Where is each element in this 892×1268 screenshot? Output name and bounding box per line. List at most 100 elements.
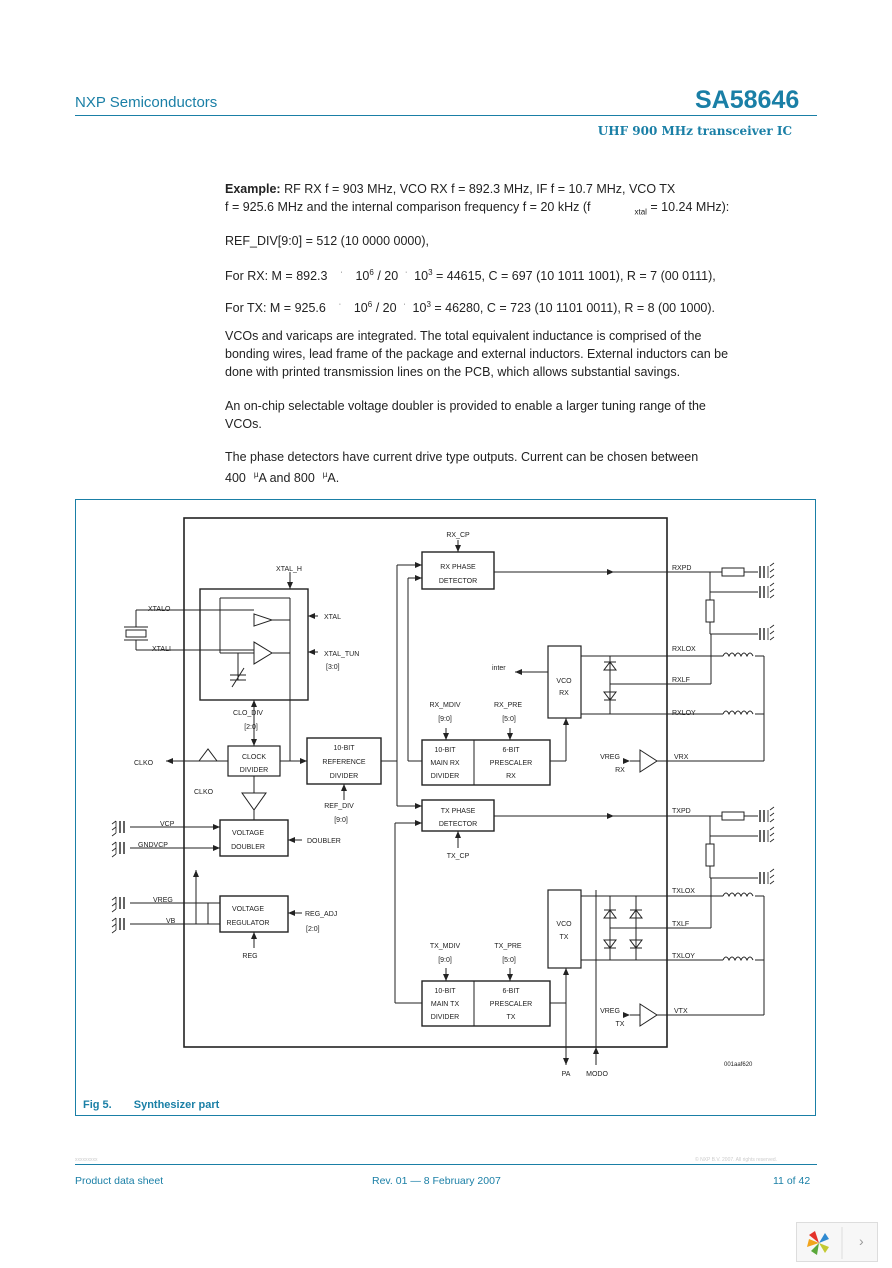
txpd-label: TXPD bbox=[672, 808, 691, 815]
example-label: Example: bbox=[225, 182, 281, 196]
tx-pre-label-2: PRESCALER bbox=[490, 1001, 532, 1008]
vreg-tx-label-1: VREG bbox=[600, 1008, 620, 1015]
footer-page-number: 11 of 42 bbox=[773, 1175, 811, 1187]
rxlox-label: RXLOX bbox=[672, 646, 696, 653]
footer-doc-type: Product data sheet bbox=[75, 1175, 164, 1187]
tx-main-label-1: 10-BIT bbox=[434, 988, 456, 995]
rx-pre-label-1: 6-BIT bbox=[502, 747, 520, 754]
viewer-nav-widget[interactable]: › bbox=[796, 1222, 878, 1262]
inter-label: inter bbox=[492, 665, 506, 672]
tx-pre-sig-bits: [5:0] bbox=[502, 957, 516, 964]
rx-formula-f: 3 bbox=[428, 268, 433, 277]
reg-adj-label: REG_ADJ bbox=[305, 911, 337, 918]
vco-rx-label-2: RX bbox=[559, 690, 569, 697]
vreg-label-2: REGULATOR bbox=[227, 920, 270, 927]
tx-pre-sig-label: TX_PRE bbox=[494, 943, 522, 950]
rx-formula-d: / 20 bbox=[373, 269, 399, 284]
figure-label: Fig 5. bbox=[83, 1099, 112, 1111]
footer-rule bbox=[75, 1164, 817, 1165]
rx-cp-label: RX_CP bbox=[446, 532, 470, 539]
tx-formula-g: = 46280, C = 723 (10 1101 0011), R = 8 (… bbox=[430, 301, 716, 316]
doubler-label: DOUBLER bbox=[307, 838, 341, 845]
rx-mdiv-label: RX_MDIV bbox=[429, 702, 460, 709]
example-line2b: = 10.24 MHz): bbox=[646, 200, 730, 214]
vco-rx-label-1: VCO bbox=[556, 678, 572, 685]
phase-paragraph: The phase detectors have current drive t… bbox=[225, 448, 785, 487]
header-rule bbox=[75, 115, 817, 116]
vco-paragraph: VCOs and varicaps are integrated. The to… bbox=[225, 329, 729, 379]
clko2-label: CLKO bbox=[194, 789, 214, 796]
gndvcp-label: GNDVCP bbox=[138, 842, 168, 849]
example-paragraph: Example: RF RX f = 903 MHz, VCO RX f = 8… bbox=[225, 180, 785, 222]
tx-formula-c: 6 bbox=[367, 300, 373, 309]
vreg-rx-label-1: VREG bbox=[600, 754, 620, 761]
phase-line1: The phase detectors have current drive t… bbox=[225, 450, 699, 464]
clo-div-bits: [2:0] bbox=[244, 724, 258, 731]
xtalo-label: XTALO bbox=[148, 606, 171, 613]
rx-pre-label-3: RX bbox=[506, 773, 516, 780]
rxlf-label: RXLF bbox=[672, 677, 690, 684]
vrx-label: VRX bbox=[674, 754, 689, 761]
rx-main-label-2: MAIN RX bbox=[430, 760, 460, 767]
figure-title: Synthesizer part bbox=[133, 1099, 220, 1111]
vreg-tx-label-2: TX bbox=[616, 1021, 625, 1028]
footer-revision: Rev. 01 — 8 February 2007 bbox=[372, 1175, 501, 1187]
modo-label: MODO bbox=[586, 1071, 608, 1078]
tx-main-label-2: MAIN TX bbox=[431, 1001, 460, 1008]
tx-phase-label-1: TX PHASE bbox=[441, 808, 476, 815]
rx-formula-b: 10 bbox=[355, 269, 370, 284]
tx-formula-f: 3 bbox=[426, 300, 431, 309]
tx-formula-a: For TX: M = 925.6 bbox=[225, 301, 326, 316]
doubler-paragraph: An on-chip selectable voltage doubler is… bbox=[225, 399, 706, 431]
ref-div-label-1: 10-BIT bbox=[333, 745, 355, 752]
micro-glyph-2: µ bbox=[322, 470, 328, 479]
next-page-chevron-icon[interactable]: › bbox=[859, 1233, 864, 1249]
rx-phase-label-2: DETECTOR bbox=[439, 578, 477, 585]
clko-label: CLKO bbox=[134, 760, 154, 767]
phase-800: A and 800 bbox=[258, 471, 315, 486]
tx-cp-label: TX_CP bbox=[447, 853, 470, 860]
ref-div-sig-label: REF_DIV bbox=[324, 803, 354, 810]
xtal-tun-label: XTAL_TUN bbox=[324, 651, 359, 658]
example-text: RF RX f = 903 MHz, VCO RX f = 892.3 MHz,… bbox=[280, 182, 676, 196]
footer-faint-right: © NXP B.V. 2007. All rights reserved. bbox=[695, 1157, 778, 1163]
rxpd-label: RXPD bbox=[672, 565, 691, 572]
ref-div-formula: REF_DIV[9:0] = 512 (10 0000 0000), bbox=[225, 234, 429, 248]
txlf-label: TXLF bbox=[672, 921, 689, 928]
product-title: SA58646 bbox=[695, 86, 800, 114]
rx-formula-c: 6 bbox=[369, 268, 374, 277]
ref-div-sig-bits: [9:0] bbox=[334, 817, 348, 824]
reg-label: REG bbox=[242, 953, 257, 960]
tx-phase-label-2: DETECTOR bbox=[439, 821, 477, 828]
xtal-tun-bits: [3:0] bbox=[326, 664, 340, 671]
phase-end: A. bbox=[327, 471, 340, 486]
rx-pre-sig-bits: [5:0] bbox=[502, 716, 516, 723]
rx-mdiv-bits: [9:0] bbox=[438, 716, 452, 723]
pa-label: PA bbox=[562, 1071, 571, 1078]
rx-formula-e: 10 bbox=[414, 269, 429, 284]
rx-formula: For RX: M = 892.3·106 / 20·103 = 44615, … bbox=[225, 268, 716, 284]
ref-div-label-2: REFERENCE bbox=[322, 759, 366, 766]
rx-main-label-3: DIVIDER bbox=[431, 773, 459, 780]
vdbl-label-2: DOUBLER bbox=[231, 844, 265, 851]
vreg-rx-label-2: RX bbox=[615, 767, 625, 774]
vreg-sig-label: VREG bbox=[153, 897, 173, 904]
tx-formula-d: / 20 bbox=[372, 301, 397, 316]
xtal-sub: xtal bbox=[634, 207, 647, 217]
tx-mdiv-label: TX_MDIV bbox=[430, 943, 461, 950]
clock-div-label-1: CLOCK bbox=[242, 754, 266, 761]
figure-box bbox=[75, 499, 816, 1116]
rx-phase-label-1: RX PHASE bbox=[440, 564, 476, 571]
xtal-label: XTAL bbox=[324, 614, 341, 621]
vco-tx-label-2: TX bbox=[560, 934, 569, 941]
rx-pre-label-2: PRESCALER bbox=[490, 760, 532, 767]
rx-pre-sig-label: RX_PRE bbox=[494, 702, 522, 709]
tx-formula-e: 10 bbox=[412, 301, 427, 316]
rx-main-label-1: 10-BIT bbox=[434, 747, 456, 754]
vtx-label: VTX bbox=[674, 1008, 688, 1015]
phase-400: 400 bbox=[225, 471, 246, 486]
tx-main-label-3: DIVIDER bbox=[431, 1014, 459, 1021]
vreg-label-1: VOLTAGE bbox=[232, 906, 264, 913]
xtal-h-label: XTAL_H bbox=[276, 566, 302, 573]
figure-caption: Fig 5. Synthesizer part bbox=[83, 1099, 219, 1111]
